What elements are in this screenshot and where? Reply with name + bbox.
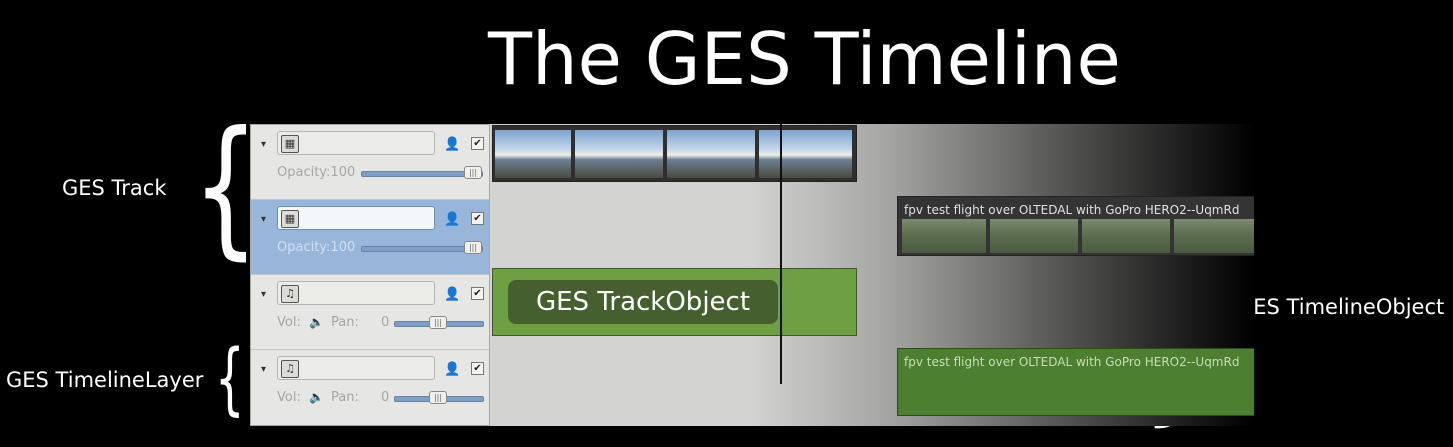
layer-name-field[interactable]: ▦	[277, 131, 435, 155]
volume-label: Vol:	[277, 315, 301, 330]
pan-slider[interactable]: |||	[394, 391, 484, 404]
clip-title: fpv test flight over OLTEDAL with GoPro …	[904, 355, 1240, 369]
page-title: The GES Timeline	[488, 17, 1121, 101]
video-thumbnail	[759, 130, 852, 178]
opacity-label: Opacity:100	[277, 165, 356, 180]
layer-visible-checkbox[interactable]: ✔	[471, 137, 484, 150]
annotation-ges-trackobject: GES TrackObject	[508, 280, 778, 324]
layer-row[interactable]: ▾ ♫ 👤 ✔ Vol: 🔈 Pan: 0 |||	[251, 350, 489, 425]
video-track-icon: ▦	[281, 210, 299, 228]
expand-triangle-icon[interactable]: ▾	[261, 214, 267, 225]
layer-row[interactable]: ▾ ▦ 👤 ✔ Opacity:100 |||	[251, 125, 489, 200]
opacity-slider[interactable]: |||	[361, 166, 483, 179]
expand-triangle-icon[interactable]: ▾	[261, 364, 267, 375]
video-thumbnail	[902, 219, 986, 253]
video-thumbnail	[1082, 219, 1170, 253]
speaker-icon[interactable]: 🔈	[309, 315, 324, 329]
layer-name-field[interactable]: ♫	[277, 281, 435, 305]
slider-thumb[interactable]: |||	[464, 166, 482, 179]
video-thumbnail	[575, 130, 663, 178]
brace-icon: {	[214, 334, 245, 424]
layer-visible-checkbox[interactable]: ✔	[471, 362, 484, 375]
pan-slider[interactable]: |||	[394, 316, 484, 329]
video-track-icon: ▦	[281, 135, 299, 153]
person-icon[interactable]: 👤	[444, 212, 461, 227]
annotation-ges-timelineobject: GES TimelineObject	[1237, 295, 1445, 319]
layer-visible-checkbox[interactable]: ✔	[471, 287, 484, 300]
pan-value: 0	[381, 390, 390, 405]
slider-thumb[interactable]: |||	[464, 241, 482, 254]
video-clip[interactable]: fpv test flight over OLTEDAL with GoPro …	[897, 196, 1254, 256]
video-thumbnail	[990, 219, 1078, 253]
person-icon[interactable]: 👤	[444, 137, 461, 152]
video-thumbnail	[495, 130, 571, 178]
brace-icon: {	[192, 100, 260, 274]
layer-row[interactable]: ▾ ♫ 👤 ✔ Vol: 🔈 Pan: 0 |||	[251, 275, 489, 350]
layer-control-panel: ▾ ▦ 👤 ✔ Opacity:100 ||| ▾ ▦ 👤 ✔ Opacity:…	[250, 124, 490, 426]
speaker-icon[interactable]: 🔈	[309, 390, 324, 404]
person-icon[interactable]: 👤	[444, 362, 461, 377]
slider-thumb[interactable]: |||	[429, 391, 447, 404]
volume-label: Vol:	[277, 390, 301, 405]
annotation-ges-track: GES Track	[62, 176, 167, 200]
layer-row-selected[interactable]: ▾ ▦ 👤 ✔ Opacity:100 |||	[251, 200, 489, 275]
person-icon[interactable]: 👤	[444, 287, 461, 302]
pan-value: 0	[381, 315, 390, 330]
pan-label: Pan:	[331, 315, 359, 330]
layer-name-field[interactable]: ♫	[277, 356, 435, 380]
layer-visible-checkbox[interactable]: ✔	[471, 212, 484, 225]
video-thumbnail	[667, 130, 755, 178]
playhead[interactable]	[780, 124, 782, 384]
opacity-slider[interactable]: |||	[361, 241, 483, 254]
audio-track-icon: ♫	[281, 360, 299, 378]
timeline-canvas[interactable]: fpv test flight over OLTEDAL with GoPro …	[490, 124, 1254, 426]
opacity-label: Opacity:100	[277, 240, 356, 255]
audio-track-icon: ♫	[281, 285, 299, 303]
expand-triangle-icon[interactable]: ▾	[261, 139, 267, 150]
expand-triangle-icon[interactable]: ▾	[261, 289, 267, 300]
layer-name-field[interactable]: ▦	[277, 206, 435, 230]
clip-title: fpv test flight over OLTEDAL with GoPro …	[904, 203, 1240, 217]
pan-label: Pan:	[331, 390, 359, 405]
video-clip[interactable]	[492, 125, 857, 182]
video-thumbnail	[1174, 219, 1254, 253]
annotation-ges-timelinelayer: GES TimelineLayer	[6, 368, 204, 392]
audio-clip[interactable]: fpv test flight over OLTEDAL with GoPro …	[897, 348, 1254, 416]
slider-thumb[interactable]: |||	[429, 316, 447, 329]
